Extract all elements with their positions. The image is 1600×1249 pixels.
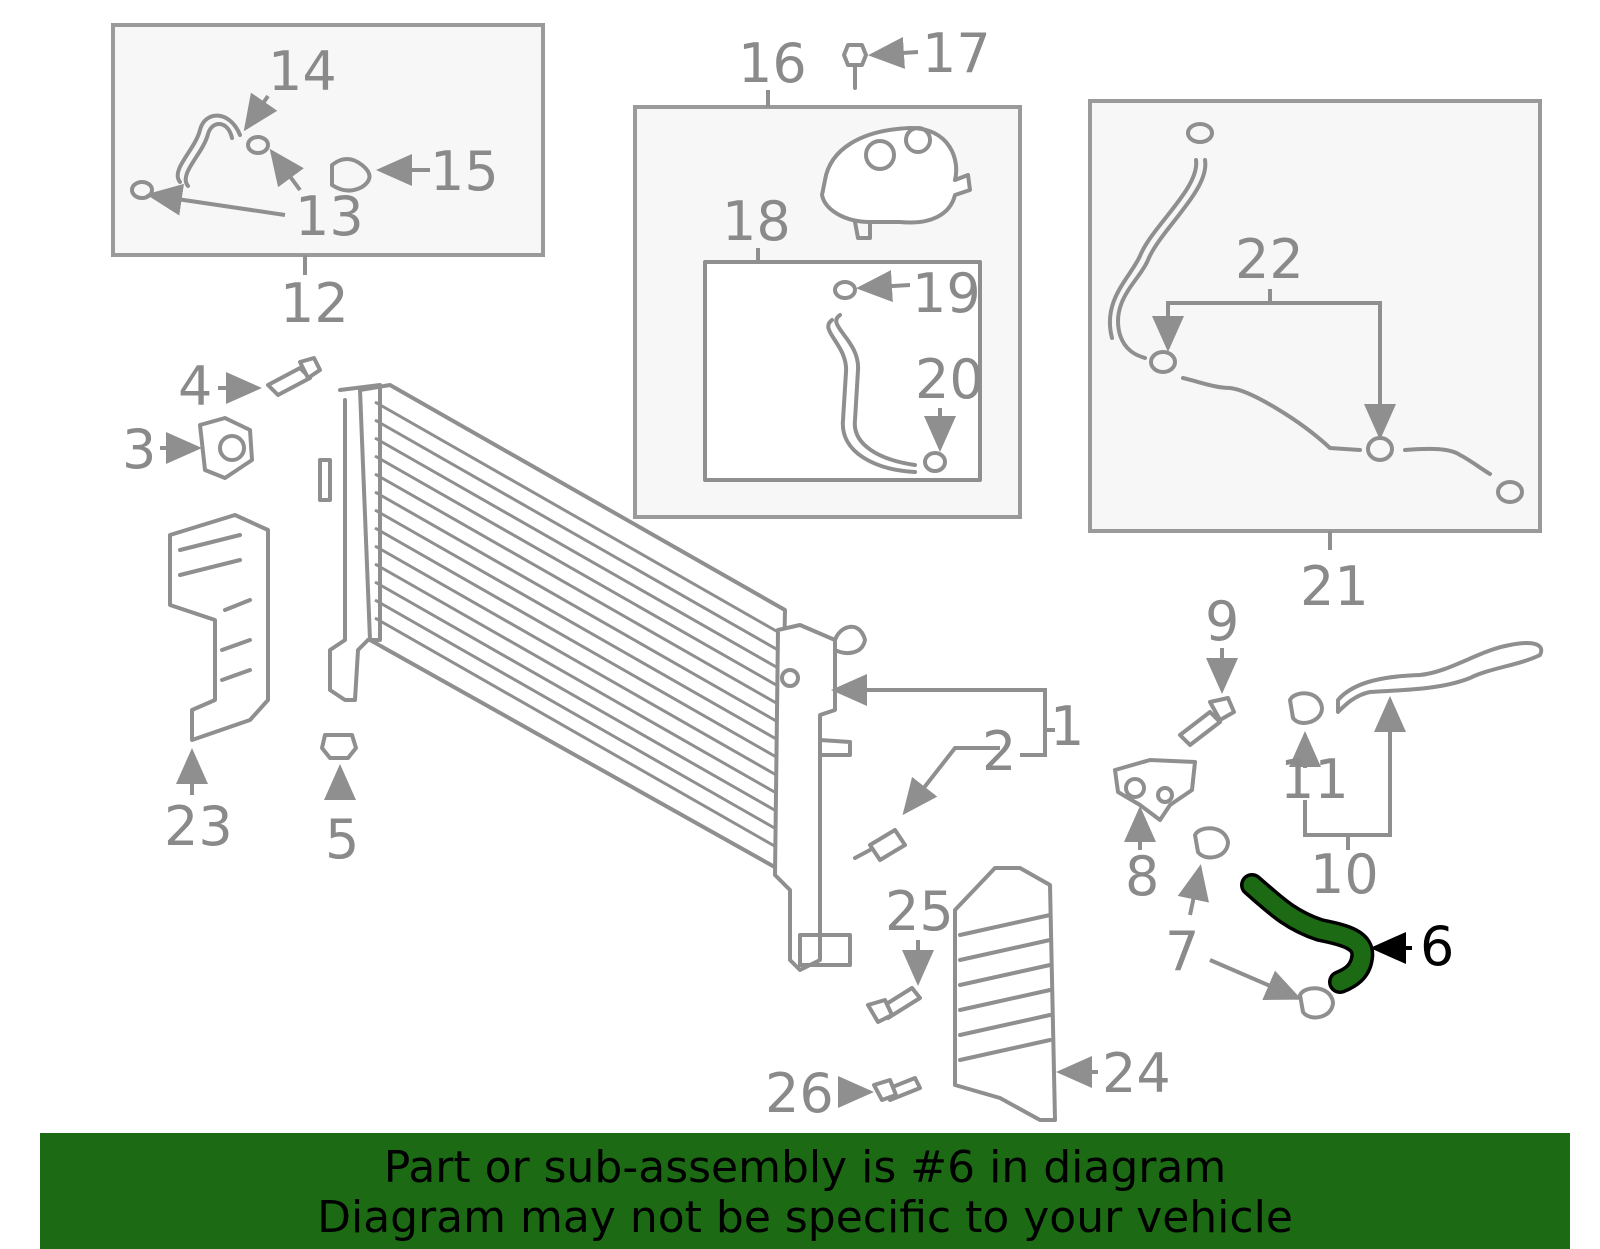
callout-9: 9 [1205,590,1239,653]
mount-3-part [198,416,254,480]
callout-19: 19 [912,262,981,325]
callout-14: 14 [268,40,337,103]
callout-3: 3 [122,418,156,481]
info-banner: Part or sub-assembly is #6 in diagram Di… [40,1133,1570,1249]
callout-11: 11 [1280,748,1349,811]
callout-22: 22 [1235,228,1304,291]
hose-14-part [175,113,242,184]
hose-10-part [1336,641,1544,714]
connector-15-part [330,157,372,193]
callout-15: 15 [430,140,499,203]
clamp-7b-part [1298,986,1335,1020]
hose-20-part [834,313,917,467]
clamp-7a-part [1193,826,1230,860]
reservoir-part [820,126,972,225]
radiator-part [318,383,867,972]
callout-7: 7 [1165,920,1199,983]
banner-line-2: Diagram may not be specific to your vehi… [317,1192,1293,1243]
box-21 [1088,99,1542,550]
clamp-13b-part [246,135,270,155]
banner-line-1: Part or sub-assembly is #6 in diagram [383,1142,1227,1193]
sensor-2-part [868,828,907,862]
callout-1: 1 [1050,695,1084,758]
callout-17: 17 [922,22,991,85]
callout-6: 6 [1420,915,1454,978]
callout-2: 2 [982,720,1016,783]
callout-4: 4 [178,355,212,418]
callout-13: 13 [295,185,364,248]
bolt-9-part [1178,710,1222,747]
clamp-19-part [833,280,857,300]
callout-26: 26 [765,1062,834,1125]
callout-20: 20 [915,348,984,411]
clamp-22a-part [1149,350,1177,374]
grommet-5-part [320,733,358,760]
radiator-fins [374,400,779,850]
clamp-20-part [923,451,947,473]
bolt-17-part [842,43,868,67]
callout-5: 5 [325,808,359,871]
callout-25: 25 [885,880,954,943]
hose-6-highlighted[interactable] [1240,873,1375,994]
box-12 [111,23,545,257]
hose-21b-part [1181,376,1362,452]
callout-8: 8 [1125,845,1159,908]
callout-16: 16 [738,32,807,95]
hose-21a-part [1116,158,1208,360]
callout-12: 12 [280,272,349,335]
clamp-11-part [1288,691,1324,725]
box-16 [633,36,1022,519]
housing-8-part [1113,758,1197,822]
callout-18: 18 [722,190,791,253]
callout-21: 21 [1300,555,1369,618]
callout-24: 24 [1102,1042,1171,1105]
callout-23: 23 [164,795,233,858]
callout-10: 10 [1310,843,1379,906]
